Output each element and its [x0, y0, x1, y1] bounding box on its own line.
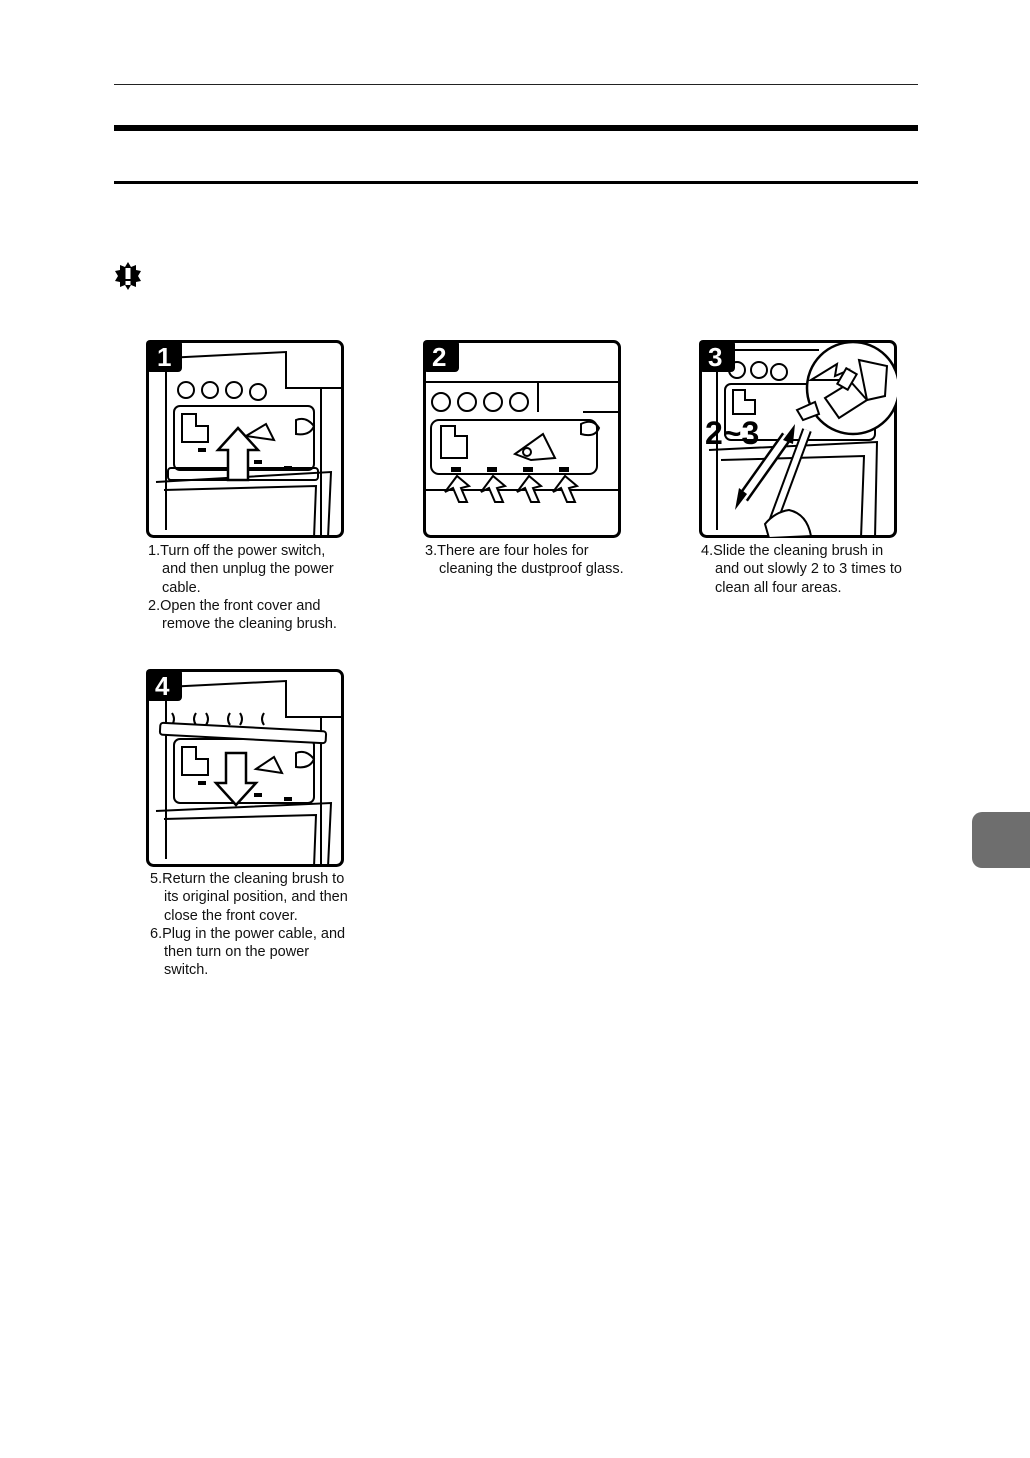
section-top-rule: [114, 125, 918, 131]
step-1-illustration: 1: [146, 340, 344, 538]
instruction-1: 1.Turn off the power switch, and then un…: [148, 543, 334, 596]
important-icon: [115, 262, 141, 290]
step-1-badge: 1: [157, 342, 171, 372]
instruction-4: 4.Slide the cleaning brush in and out sl…: [701, 543, 902, 596]
header-rule: [114, 84, 918, 85]
chapter-tab: [972, 812, 1030, 868]
step-1-caption: 1.Turn off the power switch, and then un…: [148, 542, 353, 633]
step-4-badge: 4: [155, 671, 170, 701]
step-3-badge: 3: [708, 342, 722, 372]
step-2-badge: 2: [432, 342, 446, 372]
step-4-caption: 5.Return the cleaning brush to its origi…: [150, 870, 355, 980]
step-2-caption: 3.There are four holes for cleaning the …: [425, 542, 625, 579]
instruction-5: 5.Return the cleaning brush to its origi…: [150, 871, 348, 924]
instruction-3: 3.There are four holes for cleaning the …: [425, 543, 624, 578]
step-2-illustration: 2: [423, 340, 621, 538]
step-3-caption: 4.Slide the cleaning brush in and out sl…: [701, 542, 906, 597]
instruction-6: 6.Plug in the power cable, and then turn…: [150, 925, 346, 979]
step-3-illustration: 2~3 3: [699, 340, 897, 538]
instruction-2: 2.Open the front cover and remove the cl…: [148, 597, 337, 633]
section-bottom-rule: [114, 181, 918, 184]
times-label: 2~3: [705, 415, 759, 451]
step-4-illustration: 4: [146, 669, 344, 867]
